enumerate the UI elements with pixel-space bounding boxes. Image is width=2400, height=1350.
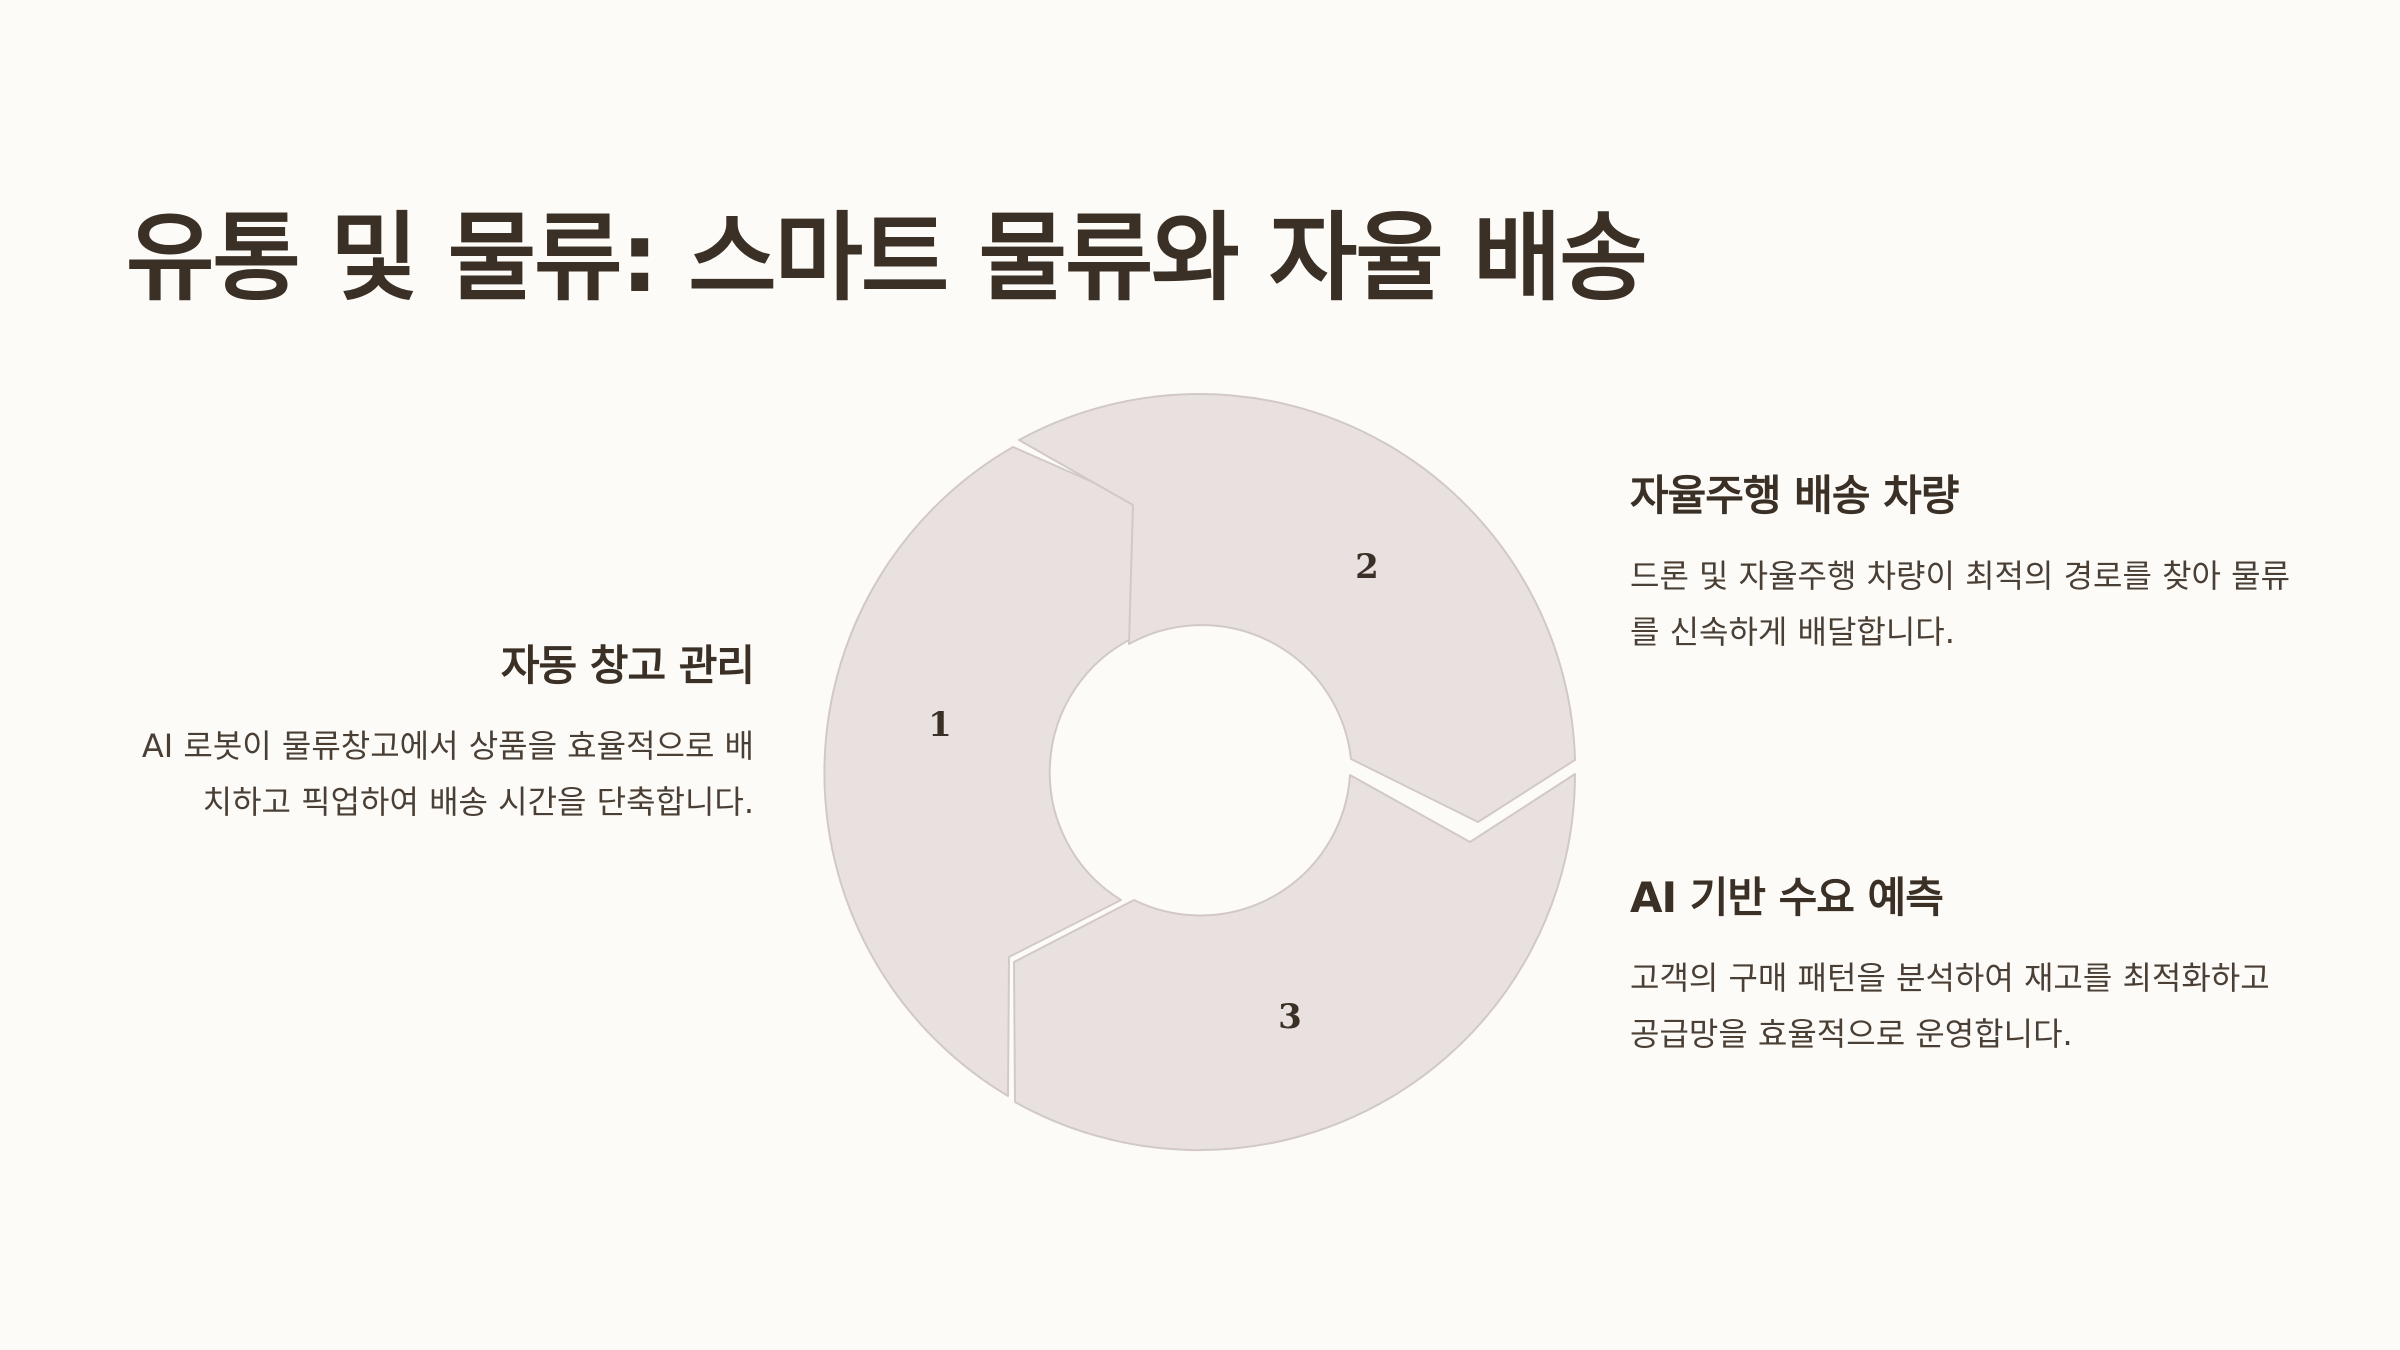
item-heading: 자율주행 배송 차량: [1630, 471, 1959, 520]
cycle-number-3: 3: [1278, 997, 1302, 1037]
item-description: 고객의 구매 패턴을 분석하여 재고를 최적화하고 공급망을 효율적으로 운영합…: [1630, 959, 2270, 1053]
cycle-segment-2: [1018, 393, 1576, 823]
cycle-segment-3: [1013, 773, 1576, 1152]
item-heading: 자동 창고 관리: [500, 641, 755, 690]
page-title: 유통 및 물류: 스마트 물류와 자율 배송: [126, 202, 1648, 314]
cycle-svg: 1 2 3: [823, 393, 1576, 1152]
cycle-segment-1: [823, 446, 1139, 1097]
item-heading: AI 기반 수요 예측: [1630, 873, 1944, 922]
item-description: AI 로봇이 물류창고에서 상품을 효율적으로 배치하고 픽업하여 배송 시간을…: [141, 727, 754, 821]
item-autonomous-delivery: 자율주행 배송 차량 드론 및 자율주행 차량이 최적의 경로를 찾아 물류를 …: [1630, 466, 2290, 660]
cycle-number-2: 2: [1355, 547, 1379, 587]
item-demand-forecast: AI 기반 수요 예측 고객의 구매 패턴을 분석하여 재고를 최적화하고 공급…: [1630, 868, 2290, 1062]
cycle-number-1: 1: [928, 705, 952, 745]
cycle-diagram: 1 2 3: [800, 370, 1600, 1170]
item-auto-warehouse: 자동 창고 관리 AI 로봇이 물류창고에서 상품을 효율적으로 배치하고 픽업…: [126, 636, 755, 830]
item-description: 드론 및 자율주행 차량이 최적의 경로를 찾아 물류를 신속하게 배달합니다.: [1630, 557, 2291, 651]
